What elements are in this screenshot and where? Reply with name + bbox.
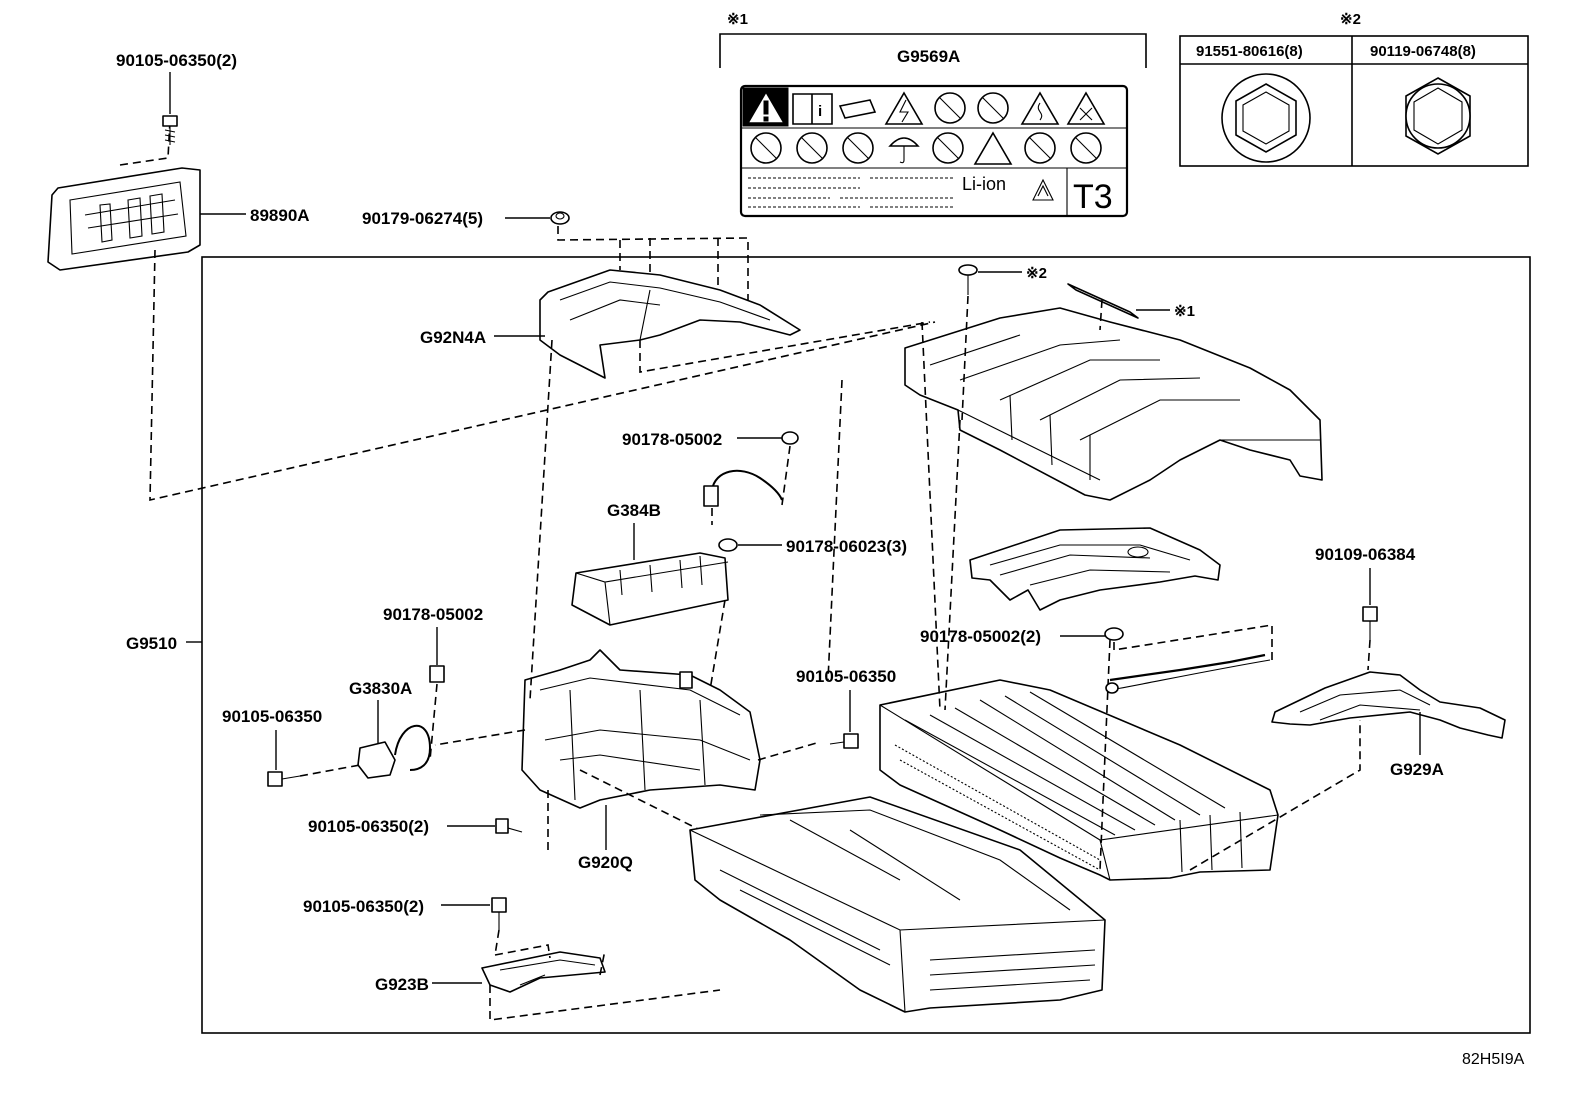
note2-ref: ※2 <box>1026 265 1047 282</box>
nut-90178-06023[interactable] <box>718 538 738 552</box>
part-G384B-junction-block[interactable] <box>571 552 729 626</box>
manual-book-icon <box>838 99 877 119</box>
part-G920Q-bracket[interactable] <box>521 649 761 809</box>
label-90179-06274-5: 90179-06274(5) <box>362 209 483 228</box>
bolt-90109-06384[interactable] <box>1362 606 1378 640</box>
label-G920Q: G920Q <box>578 853 633 872</box>
label-89890A: 89890A <box>250 206 310 225</box>
part-upper-case-cover[interactable] <box>904 307 1323 501</box>
label-90119-06748-8: 90119-06748(8) <box>1370 43 1476 60</box>
label-G9569A: G9569A <box>897 47 960 66</box>
part-89890A-cover[interactable] <box>47 167 201 271</box>
t3-text: T3 <box>1073 178 1113 216</box>
warning-label-G9569A[interactable]: i Li-ion T3 <box>739 84 1129 218</box>
label-90178-05002-upper: 90178-05002 <box>622 430 722 449</box>
recycle-icon <box>1032 178 1054 201</box>
part-G92N4A-duct[interactable] <box>539 269 801 379</box>
part-G929A-duct[interactable] <box>1271 671 1506 739</box>
electric-shock-icon <box>884 91 924 125</box>
svg-text:i: i <box>818 103 822 120</box>
part-G3830A-sensor[interactable] <box>357 725 432 779</box>
corrosive-icon <box>973 131 1013 165</box>
li-ion-text: Li-ion <box>962 174 1006 194</box>
flammable-icon <box>1020 91 1060 125</box>
note1-header: ※1 <box>727 11 748 28</box>
keep-dry-umbrella-icon <box>888 137 920 147</box>
note1-bracket <box>719 33 1147 68</box>
part-inner-bracket-plate[interactable] <box>969 527 1221 611</box>
label-G929A: G929A <box>1390 760 1444 779</box>
part-G923B-bracket[interactable] <box>481 951 606 993</box>
label-90105-06350-2-low: 90105-06350(2) <box>303 897 424 916</box>
label-G92N4A: G92N4A <box>420 328 486 347</box>
leader-G92N4A-top <box>557 226 931 373</box>
part-lower-battery-tray[interactable] <box>689 796 1106 1013</box>
label-90109-06384: 90109-06384 <box>1315 545 1416 564</box>
label-90105-06350-mid: 90105-06350 <box>796 667 896 686</box>
label-G9510: G9510 <box>126 634 177 653</box>
warning-label-sticker[interactable] <box>1067 283 1139 319</box>
note2-table: 91551-80616(8) 90119-06748(8) <box>1179 35 1529 167</box>
bolt-90105-06350-mid-2[interactable] <box>495 818 523 834</box>
diagram-code: 82H5I9A <box>1462 1051 1525 1068</box>
nut-90178-05002-upper[interactable] <box>781 431 799 445</box>
note1-ref: ※1 <box>1174 303 1195 320</box>
label-90178-06023-3: 90178-06023(3) <box>786 537 907 556</box>
nut-90178-05002-left[interactable] <box>429 665 445 683</box>
part-wire-harness-upper[interactable] <box>703 445 791 507</box>
read-manual-icon <box>792 93 833 125</box>
part-battery-module-stack[interactable] <box>879 679 1279 881</box>
bolt-90105-06350-left[interactable] <box>267 771 301 787</box>
label-G923B: G923B <box>375 975 429 994</box>
label-90178-05002-left: 90178-05002 <box>383 605 483 624</box>
hex-nut-flange-icon[interactable] <box>1405 77 1471 155</box>
label-90178-05002-2: 90178-05002(2) <box>920 627 1041 646</box>
nut-90179-06274[interactable] <box>550 211 570 225</box>
bolt-90105-06350-center[interactable] <box>829 733 859 749</box>
nut-90178-05002-2[interactable] <box>1104 627 1124 641</box>
bolt-note2[interactable] <box>958 264 978 295</box>
label-91551-80616-8: 91551-80616(8) <box>1196 43 1303 60</box>
leader-89890A-frame <box>119 119 936 502</box>
label-G3830A: G3830A <box>349 679 412 698</box>
label-G384B: G384B <box>607 501 661 520</box>
assembly-frame <box>201 256 1531 1034</box>
hex-bolt-head-icon[interactable] <box>1221 73 1311 163</box>
label-90105-06350-2-mid: 90105-06350(2) <box>308 817 429 836</box>
label-90105-06350-2-top: 90105-06350(2) <box>116 51 237 70</box>
part-wire-harness-lower[interactable] <box>1105 653 1271 694</box>
explosive-icon <box>1066 91 1106 125</box>
bolt-90105-06350-low[interactable] <box>491 897 507 930</box>
bolt-90105-06350-top[interactable] <box>162 115 178 145</box>
note2-header: ※2 <box>1340 11 1361 28</box>
label-90105-06350-left: 90105-06350 <box>222 707 322 726</box>
